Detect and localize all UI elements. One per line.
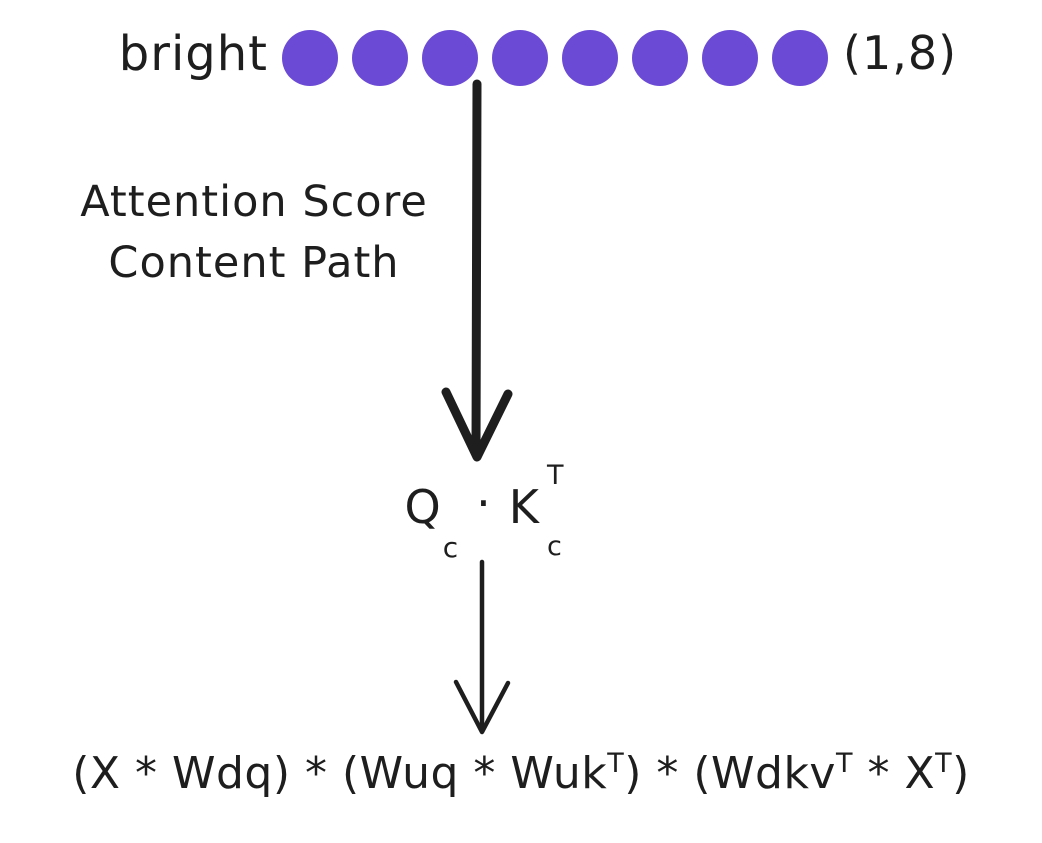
- path-annotation: Attention Score Content Path: [38, 172, 470, 294]
- formula-q: Q: [404, 480, 441, 534]
- token-label: bright: [118, 26, 268, 82]
- token-circle: [422, 30, 478, 86]
- formula-k-subscript: c: [546, 531, 562, 562]
- formula-segment: ) * (Wdkv: [624, 748, 836, 799]
- token-circle: [562, 30, 618, 86]
- formula-segment: * X: [852, 748, 936, 799]
- thin-down-arrow-icon: [453, 559, 511, 735]
- formula-k: K: [508, 480, 539, 534]
- token-circle: [492, 30, 548, 86]
- dot-operator: ·: [476, 476, 491, 530]
- path-annotation-line1: Attention Score: [80, 177, 428, 227]
- token-circle: [702, 30, 758, 86]
- formula-k-scripts: T c: [547, 462, 564, 560]
- tensor-shape-label: (1,8): [843, 26, 958, 80]
- token-circle: [282, 30, 338, 86]
- formula-q-subscript: c: [442, 531, 459, 564]
- formula-segment: (X * Wdq) * (Wuq * Wuk: [72, 748, 608, 799]
- formula-segment: ): [952, 748, 970, 799]
- token-circles-row: [282, 30, 828, 86]
- token-circle: [352, 30, 408, 86]
- token-circle: [772, 30, 828, 86]
- transpose-superscript: T: [607, 748, 625, 779]
- transpose-superscript: T: [935, 748, 953, 779]
- path-annotation-line2: Content Path: [108, 238, 400, 289]
- formula-k-superscript: T: [546, 460, 564, 491]
- transpose-superscript: T: [835, 748, 853, 779]
- token-circle: [632, 30, 688, 86]
- expanded-formula: (X * Wdq) * (Wuq * WukT) * (WdkvT * XT): [0, 748, 1042, 799]
